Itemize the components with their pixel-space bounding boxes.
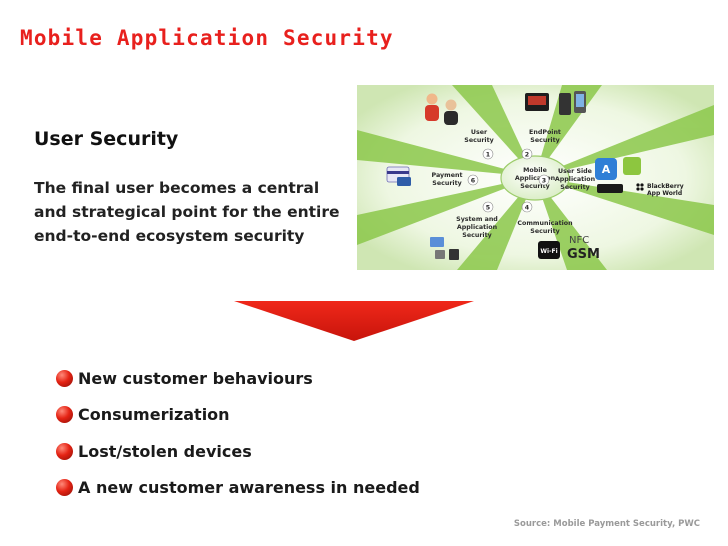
center-ellipse: [500, 155, 570, 201]
down-arrow-svg: [234, 301, 474, 341]
mobile-devices-icon: [525, 91, 586, 115]
security-ecosystem-diagram: Mobile Application Security User Securit…: [357, 85, 714, 270]
bullet-text: Lost/stolen devices: [78, 441, 252, 461]
svg-text:A: A: [602, 163, 611, 176]
red-ball-bullet-icon: [56, 479, 73, 497]
center-line-1: Mobile: [523, 167, 547, 174]
bullet-item: New customer behaviours: [56, 360, 420, 397]
bullet-text: Consumerization: [78, 405, 230, 425]
bullet-item: A new customer awareness in needed: [56, 470, 420, 507]
gsm-logo: GSM: [567, 247, 600, 262]
diagram-svg: Mobile Application Security User Securit…: [357, 85, 714, 270]
node-2-number: 2: [525, 152, 529, 159]
node-5-line-2: Application: [457, 224, 497, 231]
node-1-badge: [482, 148, 494, 160]
section-heading: User Security: [34, 128, 179, 150]
users-icon: [425, 93, 458, 125]
node-3-line-3: Security: [560, 184, 589, 191]
node-4-badge: [521, 201, 533, 213]
center-line-3: Security: [520, 183, 549, 190]
node-1-number: 1: [486, 152, 490, 159]
node-5-line-1: System and: [456, 216, 498, 223]
arrow-shape: [234, 301, 474, 341]
node-5-badge: [482, 201, 494, 213]
node-3-line-1: User Side: [558, 168, 592, 175]
down-arrow: [234, 299, 474, 343]
node-6-line-2: Security: [432, 180, 461, 187]
node-3-number: 3: [542, 178, 546, 185]
servers-icon: [430, 237, 459, 260]
node-4-line-2: Security: [530, 228, 559, 235]
source-citation: Source: Mobile Payment Security, PWC: [513, 519, 700, 529]
connectivity-marks: Wi-Fi NFC GSM: [538, 235, 600, 262]
intro-text: The final user becomes a central and str…: [34, 179, 340, 245]
red-ball-bullet-icon: [56, 406, 73, 424]
red-ball-bullet-icon: [56, 369, 73, 387]
node-2-line-1: EndPoint: [529, 129, 561, 136]
app-world-label: App World: [647, 190, 682, 197]
wifi-logo: Wi-Fi: [540, 248, 557, 255]
bullet-text: A new customer awareness in needed: [78, 478, 420, 498]
center-line-2: Application: [515, 175, 555, 182]
node-3-badge: [538, 174, 550, 186]
bullet-list: New customer behaviours Consumerization …: [56, 360, 420, 506]
bullet-text: New customer behaviours: [78, 368, 313, 388]
node-6-badge: [467, 174, 479, 186]
app-store-icons: A: [595, 157, 641, 193]
red-ball-bullet-icon: [56, 442, 73, 460]
node-2-badge: [521, 148, 533, 160]
bullet-item: Lost/stolen devices: [56, 433, 420, 470]
node-5-number: 5: [486, 205, 490, 212]
node-4-number: 4: [525, 205, 530, 212]
node-6-number: 6: [471, 178, 476, 185]
slide-title: Mobile Application Security: [20, 26, 394, 50]
node-1-line-2: Security: [464, 137, 493, 144]
payment-card-icon: [386, 166, 411, 186]
node-6-line-1: Payment: [432, 172, 463, 179]
node-4-line-1: Communication: [517, 220, 572, 227]
nfc-logo: NFC: [569, 235, 589, 246]
blackberry-label: BlackBerry: [647, 183, 684, 190]
node-5-line-3: Security: [462, 232, 491, 239]
node-3-line-2: Application: [555, 176, 595, 183]
bullet-item: Consumerization: [56, 397, 420, 434]
node-1-line-1: User: [471, 129, 488, 136]
blackberry-app-world-logo: BlackBerry App World: [636, 183, 684, 197]
node-2-line-2: Security: [530, 137, 559, 144]
